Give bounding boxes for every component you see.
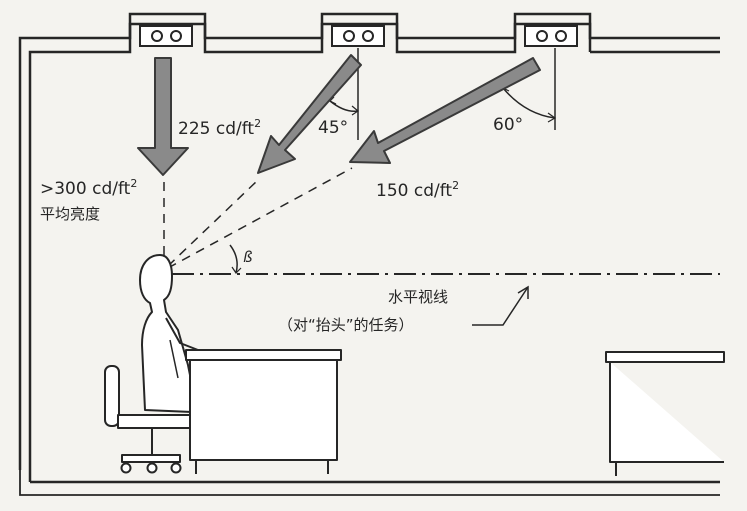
angle-arc-beta xyxy=(229,244,238,274)
arrow-45 xyxy=(257,54,362,174)
average-luminance-label: 平均亮度 xyxy=(40,205,101,223)
horizontal-sight-line-label: 水平视线 xyxy=(388,288,449,306)
luminance-150-value: 150 cd/ft xyxy=(376,181,453,201)
arrow-60 xyxy=(349,57,541,164)
luminance-150-exponent: 2 xyxy=(452,179,460,192)
luminance-225-label: 225 cd/ft2 xyxy=(178,118,261,139)
luminance-300-label: >300 cd/ft2 xyxy=(40,178,137,199)
task-note-label: （对“抬头”的任务） xyxy=(278,316,414,334)
luminance-300-value: >300 cd/ft xyxy=(40,179,131,199)
luminance-225-value: 225 cd/ft xyxy=(178,119,255,139)
arrow-vertical xyxy=(137,57,189,176)
desk-left xyxy=(185,349,342,474)
seated-worker-icon xyxy=(139,254,199,413)
leader-line xyxy=(472,286,529,326)
desk-right xyxy=(605,351,725,476)
sight-lines xyxy=(163,167,353,269)
light-fixture-2 xyxy=(331,25,385,47)
luminance-150-label: 150 cd/ft2 xyxy=(376,180,459,201)
room-outline xyxy=(18,12,720,496)
angle-beta-label: ß xyxy=(243,248,253,266)
office-chair-icon xyxy=(104,365,191,474)
luminance-300-exponent: 2 xyxy=(130,177,138,190)
luminance-225-exponent: 2 xyxy=(254,117,262,130)
light-fixture-3 xyxy=(524,25,578,47)
angle-arc-60 xyxy=(502,87,556,119)
light-fixture-1 xyxy=(139,25,193,47)
angle-45-label: 45° xyxy=(318,118,349,138)
angle-60-label: 60° xyxy=(493,115,524,135)
